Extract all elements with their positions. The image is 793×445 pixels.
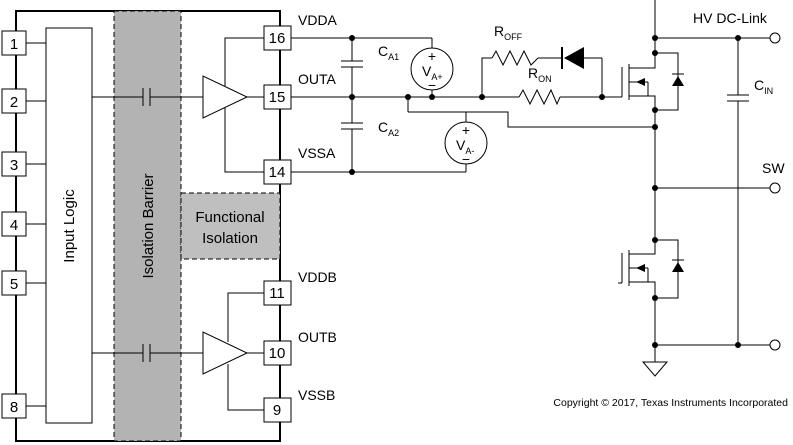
low-side-body-diode xyxy=(672,262,684,272)
net-label-vssb: VSSB xyxy=(298,387,335,403)
net-label-vssa: VSSA xyxy=(298,145,336,161)
left-pin-4: 4 xyxy=(1,211,46,237)
net-label-outa: OUTA xyxy=(298,71,337,87)
functional-isolation-label-line1: Functional xyxy=(195,209,264,226)
net-label-vdda: VDDA xyxy=(298,12,338,28)
channel-b-signal-path xyxy=(92,344,203,362)
pin-number-8: 8 xyxy=(10,399,18,416)
ron-resistor xyxy=(518,88,561,106)
va-minus-source: + VA- − xyxy=(444,121,488,167)
pin-number-15: 15 xyxy=(269,89,286,106)
right-pin-14: 14 xyxy=(263,159,292,185)
va-minus-label: VA- xyxy=(456,137,474,156)
channel-a-signal-path xyxy=(92,88,203,106)
driver-b-buffer xyxy=(202,331,249,375)
high-side-mosfet-arrow xyxy=(636,78,645,86)
ron-label: RON xyxy=(528,65,552,84)
hv-dc-link-label: HV DC-Link xyxy=(693,10,768,26)
roff-diode xyxy=(561,47,584,69)
right-pin-9: 9 xyxy=(263,397,292,423)
va-plus-plus-sign: + xyxy=(428,48,436,64)
left-pin-1: 1 xyxy=(1,30,46,56)
ca2-label: CA2 xyxy=(378,119,399,138)
driver-a-buffer xyxy=(202,75,249,119)
net-label-outb: OUTB xyxy=(298,329,337,345)
channel-a-rails xyxy=(224,37,264,173)
right-pin-11: 11 xyxy=(263,280,292,306)
low-side-mosfet-arrow xyxy=(636,264,645,272)
net-label-vddb: VDDB xyxy=(298,269,337,285)
functional-isolation-region xyxy=(180,192,281,260)
pin-number-3: 3 xyxy=(10,157,18,174)
ca1-label: CA1 xyxy=(378,43,399,62)
hv-dc-link-terminal xyxy=(769,32,781,44)
left-pin-2: 2 xyxy=(1,88,46,114)
right-pin-15: 15 xyxy=(263,84,292,110)
va-minus-minus-sign: − xyxy=(462,151,470,167)
channel-b-rails xyxy=(227,292,264,411)
roff-resistor xyxy=(491,49,539,67)
isolation-barrier-label: Isolation Barrier xyxy=(140,173,157,278)
va-minus-plus-sign: + xyxy=(462,122,470,138)
pin-number-1: 1 xyxy=(10,36,18,53)
pin-number-16: 16 xyxy=(269,30,286,47)
va-plus-source: + VA+ − xyxy=(410,47,454,93)
power-stage-wires xyxy=(618,0,770,362)
pin-number-4: 4 xyxy=(10,217,18,234)
high-side-body-diode xyxy=(672,76,684,86)
right-pin-16: 16 xyxy=(263,25,292,51)
cin-label: CIN xyxy=(754,77,773,96)
pin-number-11: 11 xyxy=(269,285,285,302)
pin-number-5: 5 xyxy=(10,276,18,293)
pin-number-2: 2 xyxy=(10,94,18,111)
right-pin-10: 10 xyxy=(263,340,292,366)
va-plus-label: VA+ xyxy=(422,63,443,82)
functional-isolation-label-line2: Isolation xyxy=(202,230,258,247)
input-logic-label: Input Logic xyxy=(61,189,78,263)
ground-rail-terminal xyxy=(769,339,781,351)
pin-number-9: 9 xyxy=(273,402,281,419)
sw-label: SW xyxy=(762,160,785,176)
ground-symbol xyxy=(641,361,669,377)
input-logic-block xyxy=(45,27,93,424)
sw-terminal xyxy=(769,182,781,194)
left-pin-5: 5 xyxy=(1,270,46,296)
left-pin-8: 8 xyxy=(1,393,46,419)
pin-number-10: 10 xyxy=(269,345,286,362)
pin-number-14: 14 xyxy=(269,164,286,181)
left-pin-3: 3 xyxy=(1,151,46,177)
external-wires xyxy=(291,37,655,173)
copyright-notice: Copyright © 2017, Texas Instruments Inco… xyxy=(553,397,788,409)
va-plus-minus-sign: − xyxy=(428,77,436,93)
roff-label: ROFF xyxy=(494,23,523,42)
isolation-barrier-region xyxy=(113,10,182,442)
